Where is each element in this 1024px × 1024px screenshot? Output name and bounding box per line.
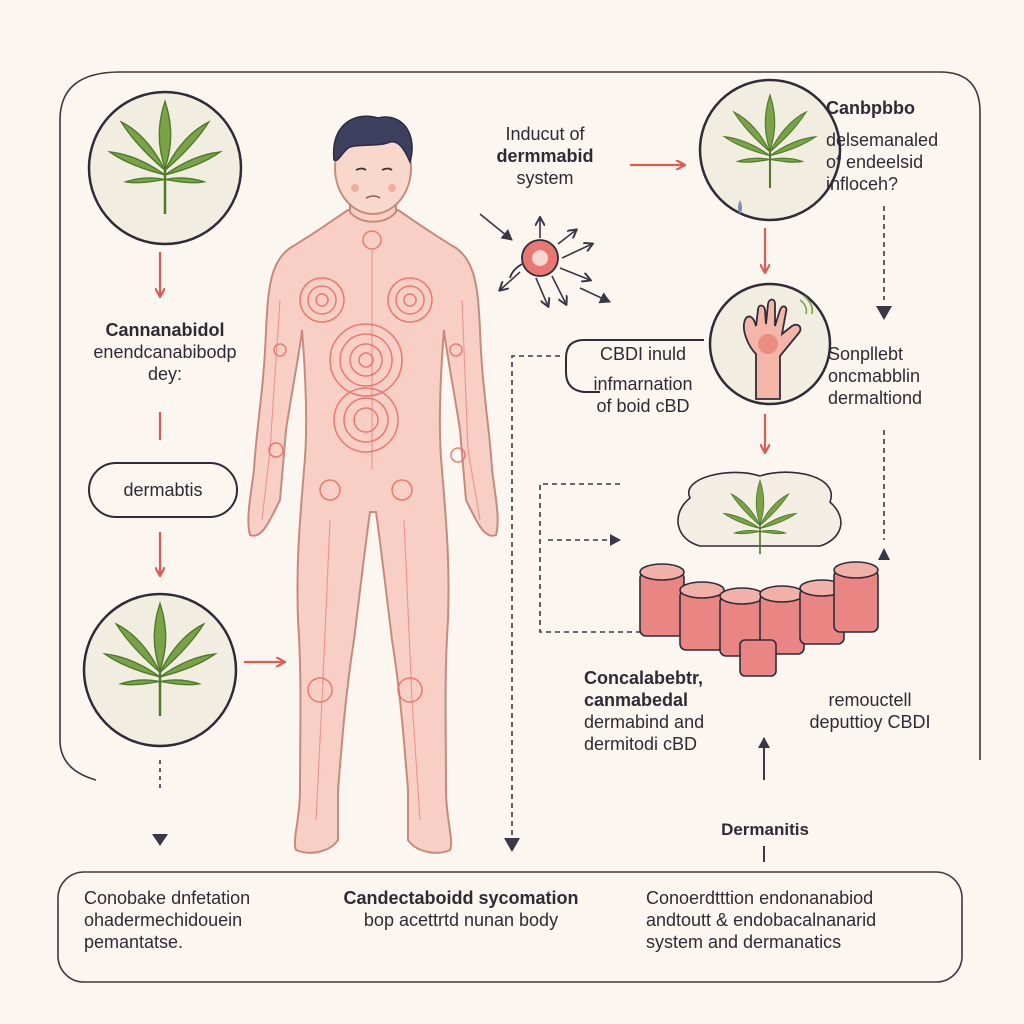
label-line: infmarnation bbox=[593, 373, 693, 394]
label-middle-right: Sonpllebt oncmabblin dermaltiond bbox=[828, 344, 978, 410]
label-line: of boid cBD bbox=[596, 395, 690, 416]
label-line: dermmabid bbox=[496, 145, 594, 166]
label-line: Inducut of bbox=[505, 124, 585, 144]
label-cbd-inflammation: CBDI inuld infmarnation of boid cBD bbox=[568, 344, 718, 418]
footer-line: Conoerdtttion endonanabiod bbox=[646, 888, 874, 908]
label-line: Sonpllebt bbox=[828, 344, 904, 364]
label-line: Cannanabidol bbox=[105, 320, 225, 340]
footer-col-2: Candectaboidd sycomation bop acettrtd nu… bbox=[326, 888, 596, 932]
label-line: enendcanabibodp bbox=[93, 341, 237, 362]
inflammation-burst-icon bbox=[500, 218, 592, 306]
outer-frame bbox=[59, 71, 981, 781]
footer-line: system and dermanatics bbox=[646, 931, 842, 952]
label-line: deputtioy CBDI bbox=[809, 711, 931, 732]
label-line: dermabind and bbox=[584, 711, 705, 732]
label-line: of endeelsid bbox=[826, 151, 924, 172]
footer-line: pemantatse. bbox=[84, 931, 184, 952]
inflamed-hand-icon bbox=[708, 282, 832, 406]
footer-col-3: Conoerdtttion endonanabiod andtoutt & en… bbox=[646, 888, 946, 954]
footer-line: bop acettrtd nunan body bbox=[363, 909, 559, 930]
pill-dermatitis: dermabtis bbox=[88, 462, 238, 518]
label-induct-system: Inducut of dermmabid system bbox=[470, 124, 620, 190]
cannabis-leaf-icon bbox=[82, 592, 238, 748]
footer-line: andtoutt & endobacalnanarid bbox=[646, 909, 877, 930]
label-line: Dermanitis bbox=[721, 820, 809, 839]
cannabis-oil-drop-icon bbox=[698, 78, 842, 222]
label-top-right: Canbpbbo delsemanaled of endeelsid inflo… bbox=[826, 98, 986, 196]
pill-label: dermabtis bbox=[123, 479, 203, 500]
label-cannabidiol-endocannabinoid: Cannanabidol enendcanabibodp dey: bbox=[60, 320, 270, 386]
footer-line: Candectaboidd sycomation bbox=[343, 888, 579, 908]
label-line: oncmabblin bbox=[828, 365, 921, 386]
label-lower-center: Concalabebtr, canmabedal dermabind and d… bbox=[584, 668, 734, 756]
label-line: remouctell bbox=[828, 690, 912, 710]
label-line: infloceh? bbox=[826, 173, 899, 194]
label-line: dermitodi cBD bbox=[584, 733, 698, 754]
cannabis-leaf-icon bbox=[87, 90, 243, 246]
label-lower-right: remouctell deputtioy CBDI bbox=[790, 690, 950, 734]
pill-cbd-label: CBDI inuld bbox=[599, 344, 687, 364]
footer-col-1: Conobake dnfetation ohadermechidouein pe… bbox=[84, 888, 314, 954]
human-body-figure bbox=[247, 115, 499, 854]
footer-frame bbox=[57, 871, 963, 983]
footer-line: Conobake dnfetation bbox=[84, 888, 251, 908]
label-line: delsemanaled bbox=[826, 129, 939, 150]
label-line: dermaltiond bbox=[828, 387, 923, 408]
label-line: Concalabebtr, bbox=[584, 668, 704, 688]
label-dermatitis-bottom: Dermanitis bbox=[690, 820, 840, 841]
label-line: dey: bbox=[147, 363, 183, 384]
label-line: system bbox=[516, 167, 574, 188]
label-line: canmabedal bbox=[584, 689, 689, 710]
label-line: Canbpbbo bbox=[826, 98, 915, 118]
receptor-cluster-illustration bbox=[639, 471, 879, 677]
footer-line: ohadermechidouein bbox=[84, 909, 243, 930]
